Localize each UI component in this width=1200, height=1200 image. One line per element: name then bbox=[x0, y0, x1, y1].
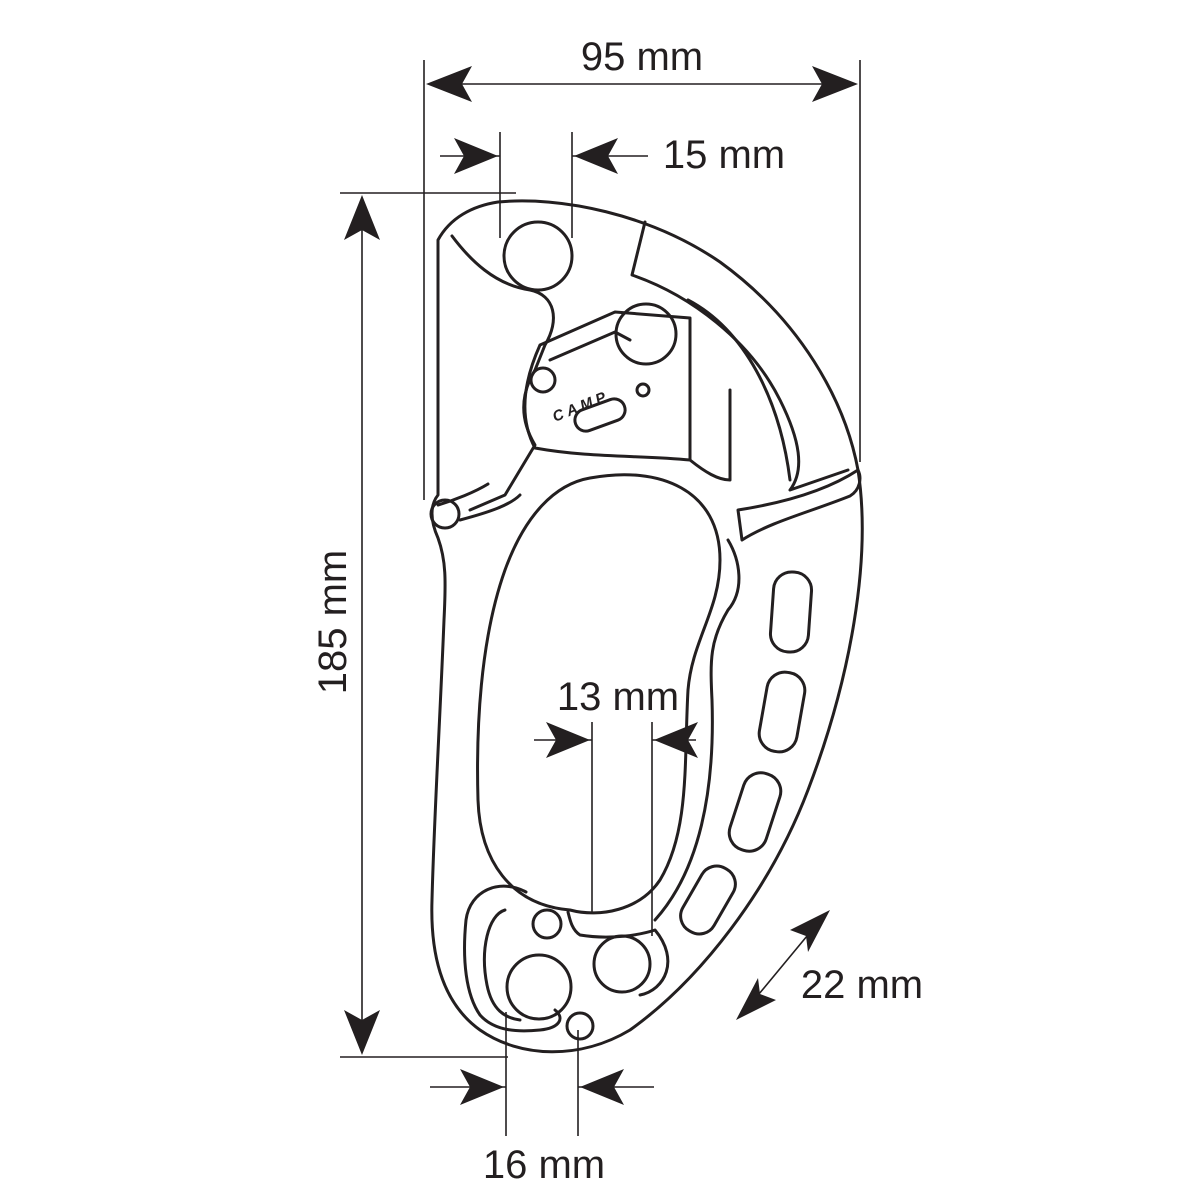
dimension-thickness-label: 22 mm bbox=[801, 963, 923, 1007]
gate-hinge bbox=[458, 493, 522, 522]
dimension-height-label: 185 mm bbox=[311, 550, 355, 695]
gate-lever bbox=[436, 482, 490, 507]
cam-small-hole-left bbox=[529, 366, 557, 394]
dimension-lower-hole: 16 mm bbox=[430, 1012, 654, 1187]
dimension-upper-gate: 15 mm bbox=[440, 132, 785, 238]
device-drawing: CAMP bbox=[429, 199, 864, 1054]
bottom-eye-outline bbox=[463, 884, 562, 1033]
bottom-tiny-hole bbox=[565, 1011, 595, 1041]
cam-plate bbox=[523, 310, 692, 462]
bottom-large-hole bbox=[505, 953, 573, 1021]
dimension-height: 185 mm bbox=[311, 192, 516, 1058]
lower-channel-sweep bbox=[566, 910, 670, 997]
bottom-right-hole bbox=[592, 934, 652, 994]
dimension-lower-hole-label: 16 mm bbox=[483, 1143, 605, 1187]
cam-pivot bbox=[614, 302, 678, 366]
arrow-in-left bbox=[454, 138, 498, 174]
arrow-in-right bbox=[574, 138, 618, 174]
cam-slot bbox=[573, 397, 627, 433]
arrow-up-right bbox=[790, 910, 830, 952]
arrow-in-left bbox=[460, 1069, 504, 1105]
spine-hole-3 bbox=[727, 771, 783, 853]
dimension-width: 95 mm bbox=[423, 35, 861, 500]
arrow-in-right bbox=[654, 722, 698, 758]
upper-pin bbox=[502, 220, 574, 292]
dimension-inner-gap-label: 13 mm bbox=[557, 675, 679, 719]
arrow-in-right bbox=[580, 1069, 624, 1105]
brand-logo-text: CAMP bbox=[550, 387, 612, 425]
gate-lever-pin bbox=[429, 498, 461, 530]
dimension-annotations: 95 mm 15 mm 185 mm bbox=[311, 35, 923, 1187]
dimension-thickness: 22 mm bbox=[736, 910, 923, 1020]
upper-back-band bbox=[630, 220, 850, 492]
upper-back-band-inner bbox=[686, 298, 792, 482]
bottom-small-pin bbox=[531, 908, 563, 940]
arrow-right bbox=[812, 66, 858, 102]
shoulder-ridge bbox=[736, 468, 862, 542]
arrow-left bbox=[426, 66, 472, 102]
dimension-inner-gap: 13 mm bbox=[534, 675, 698, 936]
spine-hole-2 bbox=[757, 670, 807, 754]
top-nose-contour bbox=[450, 234, 555, 512]
spine-hole-1 bbox=[768, 570, 814, 654]
cam-small-hole-right bbox=[635, 382, 651, 398]
arrow-down bbox=[344, 1010, 380, 1055]
arrow-up bbox=[344, 195, 380, 240]
device-outer-outline bbox=[430, 199, 864, 1054]
spine-hole-4 bbox=[679, 864, 737, 936]
arrow-down-left bbox=[736, 978, 776, 1020]
dimension-upper-gate-label: 15 mm bbox=[663, 133, 785, 177]
rope-channel-hole bbox=[476, 473, 722, 915]
rope-channel-rim bbox=[653, 538, 741, 922]
cam-frame-right bbox=[688, 318, 732, 482]
dimension-width-label: 95 mm bbox=[581, 35, 703, 79]
arrow-in-left bbox=[546, 722, 590, 758]
